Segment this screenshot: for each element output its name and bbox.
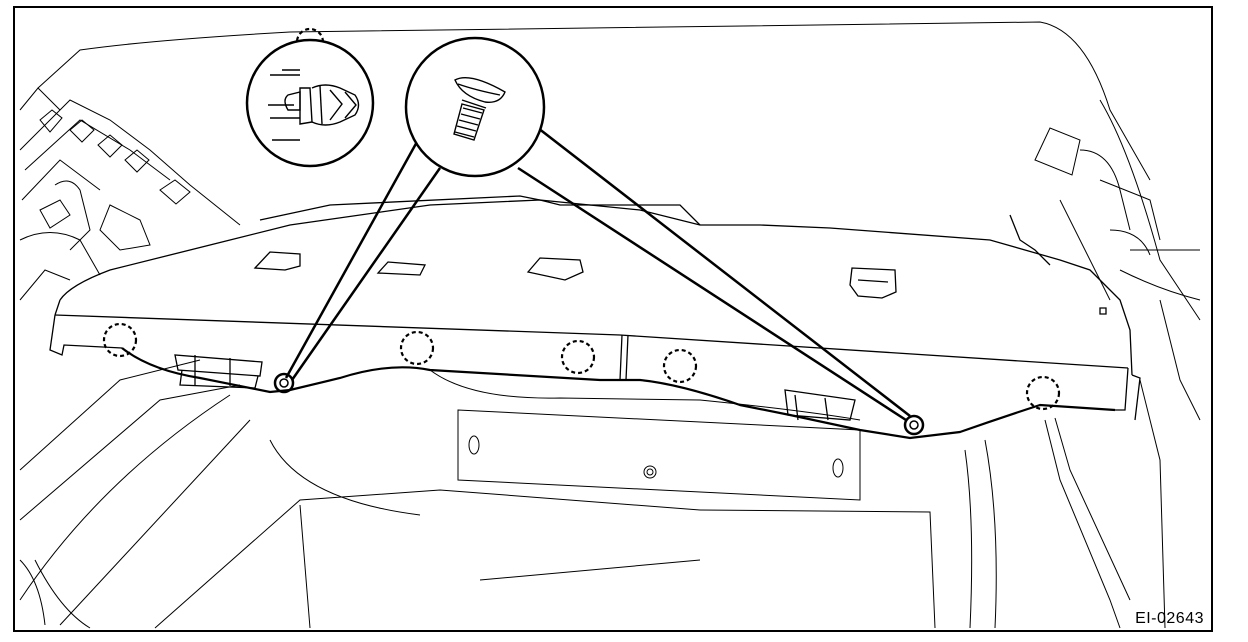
panel-lower-edge (121, 347, 1116, 440)
push-clip-icon (268, 69, 360, 141)
clip-marker (399, 330, 435, 366)
screw-locations (273, 372, 925, 436)
screw-marker (909, 420, 919, 430)
screw-marker (279, 378, 289, 388)
callout-leaders (284, 127, 911, 422)
screw-marker (903, 414, 925, 436)
panel-top-edge (54, 314, 1129, 369)
clip-detail-callout (245, 38, 375, 168)
clip-marker (1025, 375, 1061, 411)
figure-border (13, 6, 1213, 632)
screw-marker (273, 372, 295, 394)
figure-code-label: EI-02643 (1135, 610, 1204, 627)
clip-marker (560, 339, 596, 375)
trim-panel-body (49, 195, 1141, 421)
clip-marker (662, 348, 698, 384)
clip-marker (102, 322, 138, 358)
vehicle-interior-background (19, 21, 1201, 629)
clip-location-markers (102, 27, 1061, 411)
screw-detail-callout (404, 36, 546, 178)
screw-icon (453, 77, 506, 141)
